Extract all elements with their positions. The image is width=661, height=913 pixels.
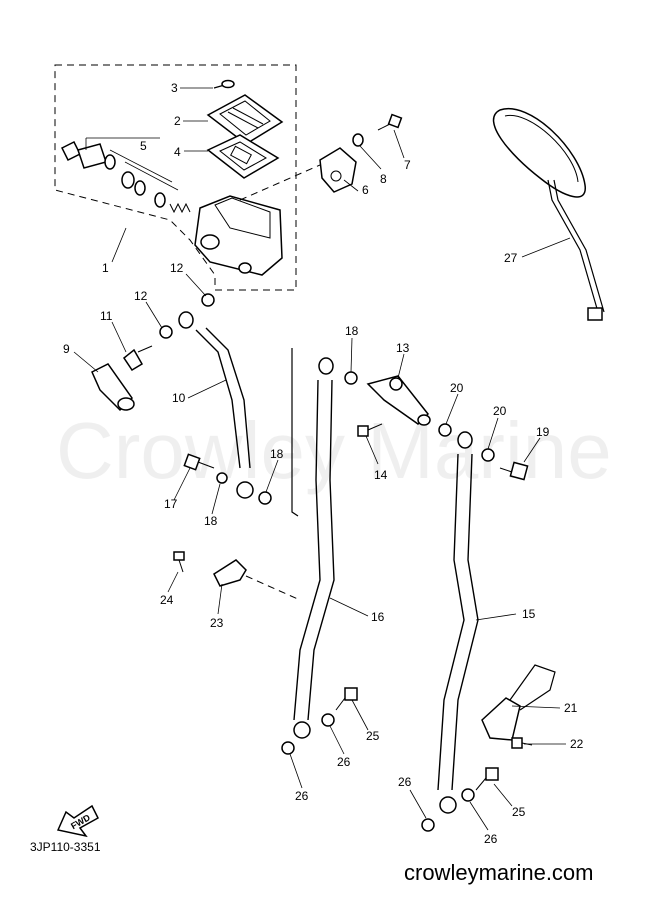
callout-1: 1 — [102, 261, 109, 275]
callout-11: 11 — [100, 309, 113, 323]
part-20-washer-a — [438, 423, 452, 437]
part-9-cap — [91, 363, 135, 412]
callout-20-left: 20 — [450, 381, 464, 395]
part-12-washer-a — [201, 293, 215, 307]
callout-16: 16 — [371, 610, 385, 624]
callout-22: 22 — [570, 737, 584, 751]
callout-17: 17 — [164, 497, 178, 511]
watermark: Crowley Marine — [56, 406, 612, 495]
callout-12-lower: 12 — [134, 289, 148, 303]
callout-26-right-lower: 26 — [484, 832, 498, 846]
part-26-washer-d — [421, 818, 435, 832]
site-url: crowleymarine.com — [404, 860, 594, 885]
callout-8: 8 — [380, 172, 387, 186]
part-26-washer-b — [281, 741, 295, 755]
part-22-bolt — [511, 737, 533, 749]
assembly-boundary — [54, 64, 297, 291]
callout-25-left: 25 — [366, 729, 380, 743]
callout-23: 23 — [210, 616, 224, 630]
callout-18-bottom: 18 — [204, 514, 218, 528]
part-2-reservoir-cap — [206, 94, 284, 145]
leader-lines — [73, 87, 571, 831]
part-13-joint — [366, 375, 431, 426]
part-6-holder — [319, 147, 357, 193]
part-24-bolt — [173, 551, 185, 573]
part-16-brake-hose — [293, 357, 335, 739]
callout-14: 14 — [374, 468, 388, 482]
callout-26-left-upper: 26 — [337, 755, 351, 769]
callout-9: 9 — [63, 342, 70, 356]
callout-13: 13 — [396, 341, 410, 355]
part-18-washer-a — [216, 472, 228, 484]
callout-6: 6 — [362, 183, 369, 197]
callout-21: 21 — [564, 701, 578, 715]
part-26-washer-c — [461, 788, 475, 802]
callout-18-top: 18 — [345, 324, 359, 338]
callout-12-upper: 12 — [170, 261, 184, 275]
part-18-washer-c — [344, 371, 358, 385]
callout-26-right-upper: 26 — [398, 775, 412, 789]
callout-24: 24 — [160, 593, 174, 607]
part-17-union-bolt — [183, 453, 215, 471]
part-23-clamp — [213, 559, 301, 601]
callouts: 3 2 4 5 1 12 12 11 9 10 18 13 20 20 19 1… — [63, 81, 584, 846]
part-3-screw — [213, 79, 235, 89]
part-11-union-bolt — [122, 345, 153, 372]
callout-27: 27 — [504, 251, 518, 265]
part-8-washer — [352, 133, 364, 147]
callout-18-middle: 18 — [270, 447, 284, 461]
part-1-master-cylinder — [194, 164, 321, 276]
diagram-code: 3JP110-3351 — [30, 840, 101, 854]
part-25-union-bolt-a — [335, 687, 358, 711]
callout-10: 10 — [172, 391, 186, 405]
callout-20-right: 20 — [493, 404, 507, 418]
part-26-washer-a — [321, 713, 335, 727]
callout-15: 15 — [522, 607, 536, 621]
part-21-bracket — [481, 664, 556, 741]
part-5-piston-kit — [60, 137, 191, 214]
part-7-bolt — [377, 113, 403, 131]
callout-3: 3 — [171, 81, 178, 95]
part-20-washer-b — [481, 448, 495, 462]
part-14-bolt — [357, 423, 383, 437]
fwd-arrow-icon: FWD — [56, 804, 99, 838]
part-27-mirror — [492, 107, 605, 321]
callout-19: 19 — [536, 425, 550, 439]
part-12-washer-b — [159, 325, 173, 339]
callout-5: 5 — [140, 139, 147, 153]
callout-7: 7 — [404, 158, 411, 172]
callout-26-left-lower: 26 — [295, 789, 309, 803]
callout-4: 4 — [174, 145, 181, 159]
part-4-diaphragm — [206, 134, 280, 179]
hose-16-bracket — [291, 348, 299, 517]
part-25-union-bolt-b — [475, 767, 499, 791]
part-18-washer-b — [258, 491, 272, 505]
callout-2: 2 — [174, 114, 181, 128]
part-19-union-bolt — [499, 461, 529, 481]
part-15-brake-hose — [437, 431, 479, 814]
callout-25-right: 25 — [512, 805, 526, 819]
part-10-brake-hose — [178, 311, 254, 499]
